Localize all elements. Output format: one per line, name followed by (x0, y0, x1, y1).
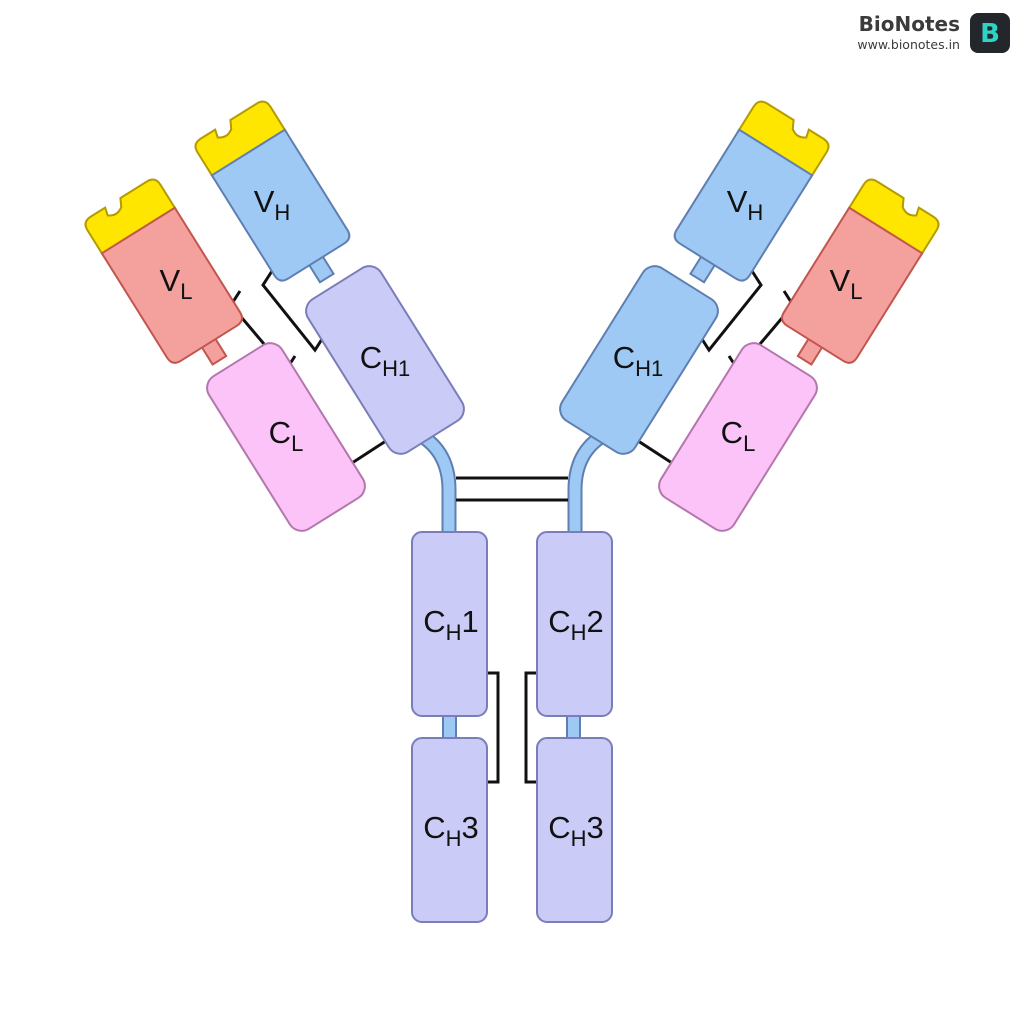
stem-right-upper-domain (536, 531, 613, 717)
stem-right-lower-label: CH3 (548, 810, 604, 851)
left-arm (84, 100, 465, 532)
right-arm (559, 100, 940, 532)
right-cl-label: CL (721, 415, 756, 456)
brand-url: www.bionotes.in (857, 37, 960, 52)
brand-logo-letter: B (980, 19, 1000, 49)
stem-right-lower-domain (536, 737, 613, 923)
right-cl-domain (658, 342, 818, 532)
right-vl-label: VL (830, 263, 863, 304)
stem-left-lower-label: CH3 (423, 810, 479, 851)
left-vl-label: VL (160, 263, 193, 304)
stem-right-upper-label: CH2 (548, 604, 604, 645)
right-vh-domain (673, 128, 814, 282)
right-vh-tip (736, 100, 830, 180)
disulfide-bond-stem-left (487, 671, 500, 784)
brand-text: BioNotes www.bionotes.in (857, 12, 960, 54)
left-cl-domain (206, 342, 366, 532)
stem-left-upper-label: CH1 (423, 604, 479, 645)
right-ch1-domain (559, 265, 719, 455)
left-cl-label: CL (269, 415, 304, 456)
brand-name: BioNotes (858, 12, 960, 36)
right-arm-bond-1 (698, 270, 763, 353)
left-vh-label: VH (254, 184, 291, 225)
disulfide-bond-stem-right (524, 671, 537, 784)
right-ch1-label: CH1 (613, 340, 664, 381)
brand-logo-svg: B (980, 19, 1000, 49)
left-arm-bond-1 (261, 270, 326, 353)
left-ch1-domain (305, 265, 465, 455)
left-ch1-label: CH1 (360, 340, 411, 381)
left-vl-tip (84, 178, 178, 258)
left-vh-domain (210, 128, 351, 282)
brand-block: BioNotes www.bionotes.in B (857, 12, 1010, 54)
stem-left-lower-domain (411, 737, 488, 923)
stem-left-upper-domain (411, 531, 488, 717)
right-vl-tip (846, 178, 940, 258)
brand-logo-icon: B (970, 13, 1010, 53)
left-vl-domain (100, 206, 244, 364)
left-vh-tip (194, 100, 288, 180)
right-vh-label: VH (727, 184, 764, 225)
right-vl-domain (780, 206, 924, 364)
